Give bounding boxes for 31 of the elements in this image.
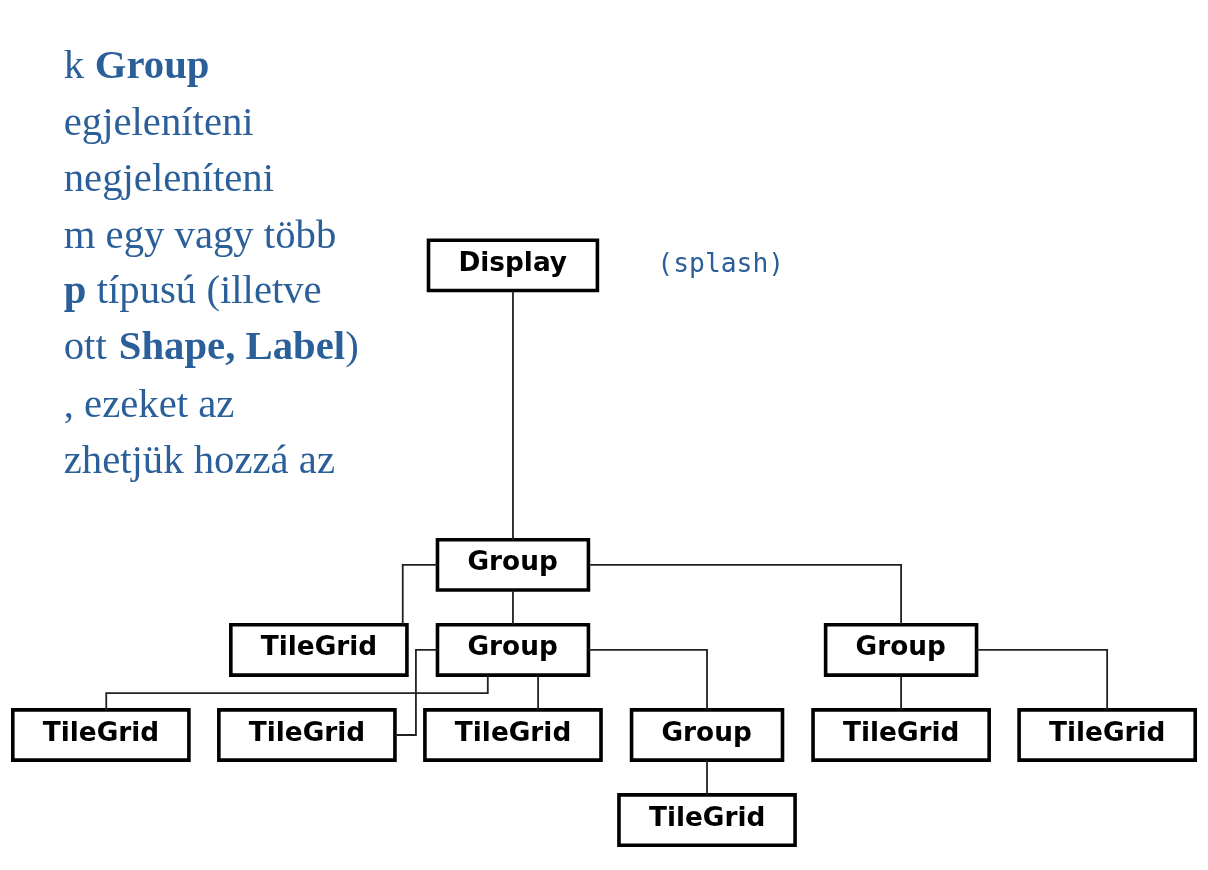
node-box: TileGrid xyxy=(811,707,991,762)
node-box: TileGrid xyxy=(1017,707,1197,762)
connector xyxy=(900,674,902,710)
connector xyxy=(706,759,708,795)
label: ott Shape, Label) xyxy=(63,322,359,368)
label: zhetjük hozzá az xyxy=(63,436,336,482)
connector xyxy=(587,563,902,625)
label: negjeleníteni xyxy=(63,154,275,200)
node-box: TileGrid xyxy=(11,707,191,762)
label: k Group xyxy=(63,41,210,87)
node-box: Group xyxy=(629,707,785,762)
node-box: TileGrid xyxy=(617,792,797,847)
connector xyxy=(537,674,539,710)
label: p típusú (illetve xyxy=(63,266,322,312)
connector xyxy=(401,563,439,625)
connector xyxy=(512,589,514,625)
node-label: (splash) xyxy=(657,247,785,278)
connector xyxy=(587,648,708,710)
label: egjeleníteni xyxy=(63,98,254,144)
label: , ezeket az xyxy=(63,380,235,426)
node-box: Group xyxy=(435,622,591,677)
node-box: Group xyxy=(823,622,979,677)
connector xyxy=(975,648,1109,710)
label: m egy vagy több xyxy=(63,211,337,257)
connector xyxy=(394,648,439,736)
connector xyxy=(512,289,514,540)
node-box: TileGrid xyxy=(229,622,409,677)
node-box: Group xyxy=(435,537,591,592)
node-box: TileGrid xyxy=(423,707,603,762)
node-box: TileGrid xyxy=(217,707,397,762)
node-box: Display xyxy=(426,237,600,292)
